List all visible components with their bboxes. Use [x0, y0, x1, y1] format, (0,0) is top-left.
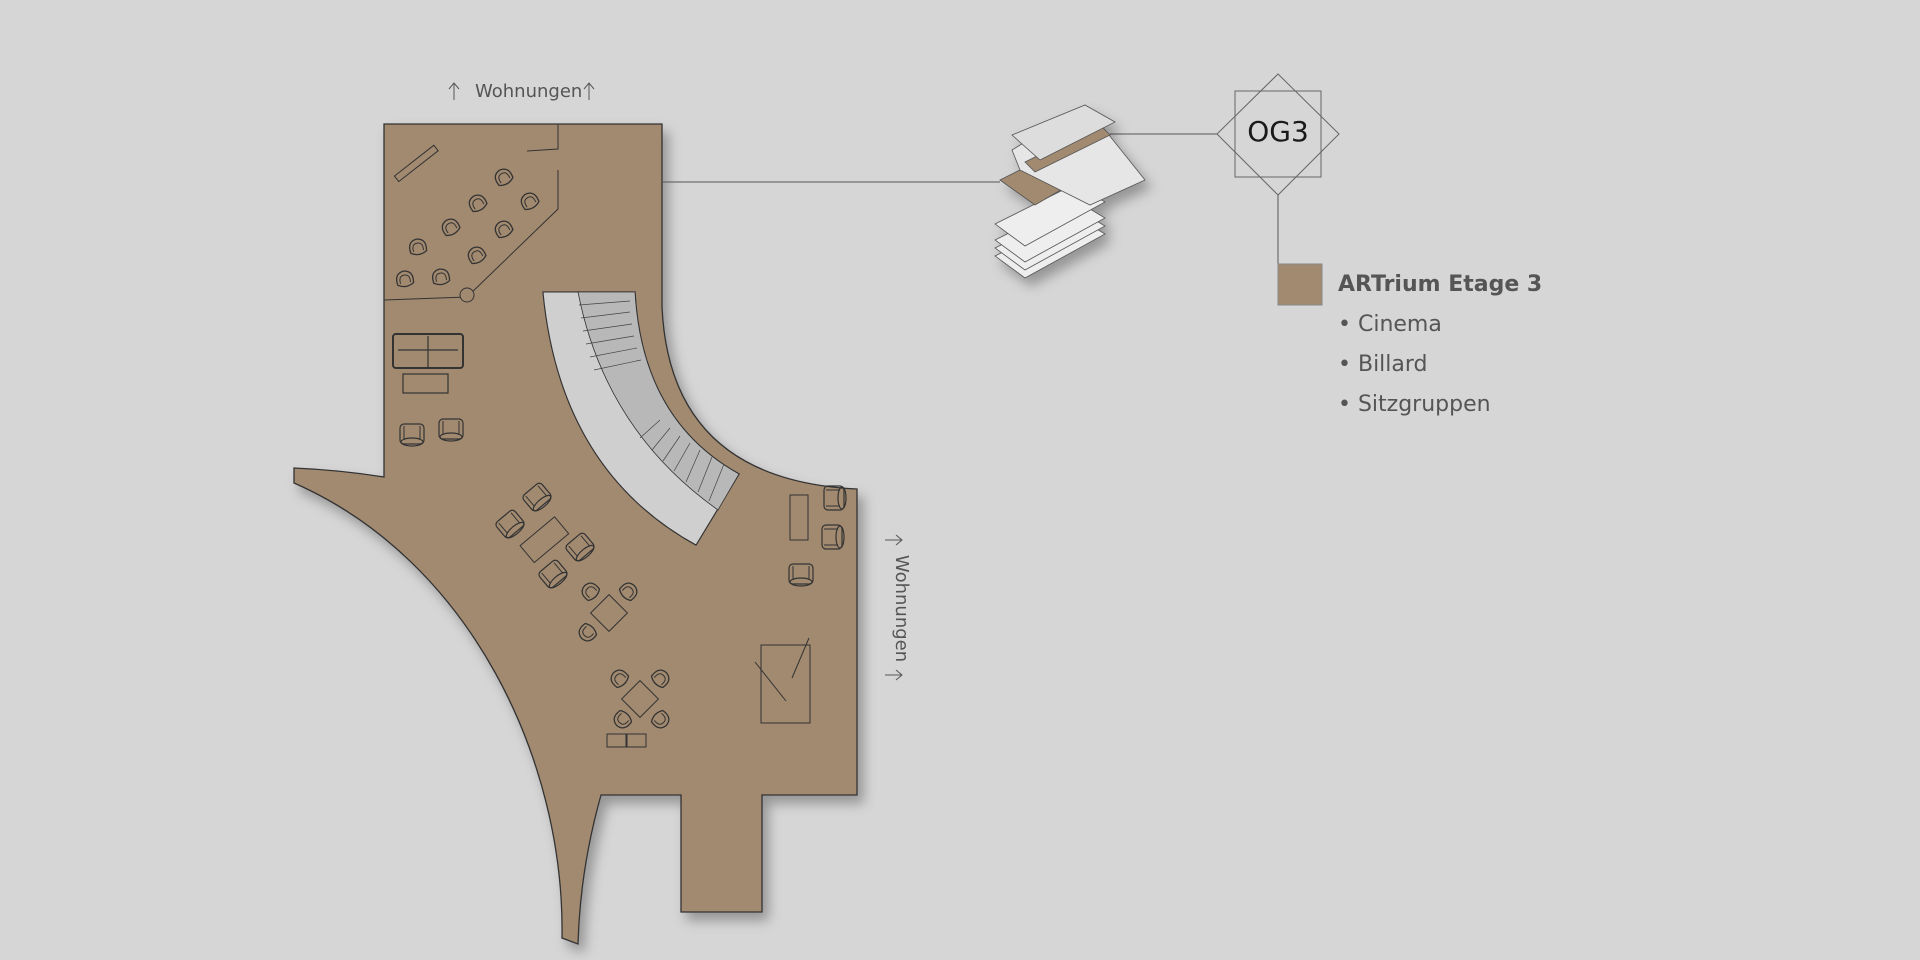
- cinema-screen: [393, 144, 439, 183]
- legend-item-billard: • Billard: [1338, 352, 1428, 377]
- floor-color-swatch: [1277, 263, 1323, 306]
- dining-group-1: [575, 579, 641, 645]
- floor-title: ARTrium Etage 3: [1338, 272, 1543, 297]
- stair-steps: [578, 300, 725, 502]
- sideboard: [789, 494, 809, 541]
- legend-item-cinema: • Cinema: [1338, 312, 1442, 337]
- floor-plate[interactable]: [293, 123, 858, 945]
- coffee-table: [519, 516, 570, 564]
- arrow-up-icon: [583, 82, 595, 100]
- legend-item-sitzgruppen: • Sitzgruppen: [1338, 392, 1491, 417]
- building-stack-icon: [994, 104, 1146, 279]
- level-badge: OG3: [1247, 115, 1309, 148]
- dining-group-2: [606, 666, 673, 748]
- stair-void: [542, 291, 740, 546]
- sofa-group: [392, 333, 464, 394]
- cinema-walls: [383, 124, 559, 303]
- arrow-right-icon: [885, 534, 903, 546]
- right-exit-label: Wohnungen: [891, 554, 913, 663]
- column: [459, 287, 475, 303]
- arrow-up-icon: [448, 82, 460, 100]
- connector-lines: [662, 133, 1279, 264]
- billiard-table: [754, 637, 811, 724]
- top-exit-arrows: [448, 82, 595, 100]
- right-exit-arrows: [885, 534, 903, 681]
- top-exit-label: Wohnungen: [475, 81, 583, 102]
- arrow-right-icon: [885, 669, 903, 681]
- staircase: [577, 291, 740, 511]
- level-badge-frame: [1216, 73, 1340, 196]
